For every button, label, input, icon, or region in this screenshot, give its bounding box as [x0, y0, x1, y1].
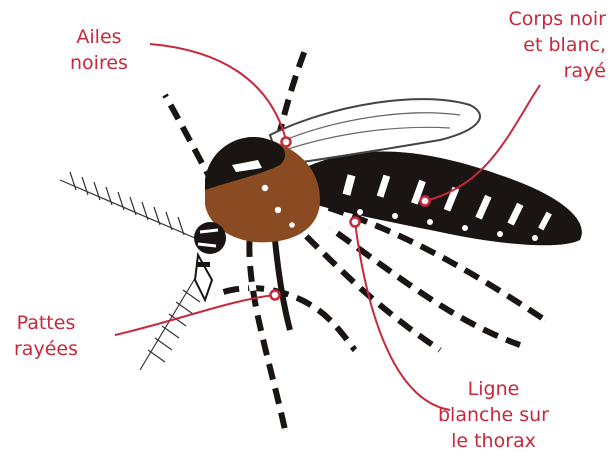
label-line: Pattes — [14, 310, 78, 336]
label-pattes-rayees: Pattes rayées — [14, 310, 78, 362]
label-line: noires — [70, 50, 128, 76]
label-line: Ligne — [438, 376, 549, 402]
label-line: Ailes — [70, 24, 128, 50]
abdomen — [300, 151, 582, 245]
label-ligne-blanche: Ligne blanche sur le thorax — [438, 376, 549, 454]
label-line: rayé — [509, 58, 606, 84]
label-line: rayées — [14, 336, 78, 362]
antennae — [60, 172, 200, 370]
head — [194, 222, 226, 300]
label-ailes-noires: Ailes noires — [70, 24, 128, 76]
label-corps-noir: Corps noir et blanc, rayé — [509, 6, 606, 84]
label-line: le thorax — [438, 428, 549, 454]
label-line: et blanc, — [509, 32, 606, 58]
label-line: blanche sur — [438, 402, 549, 428]
label-line: Corps noir — [509, 6, 606, 32]
